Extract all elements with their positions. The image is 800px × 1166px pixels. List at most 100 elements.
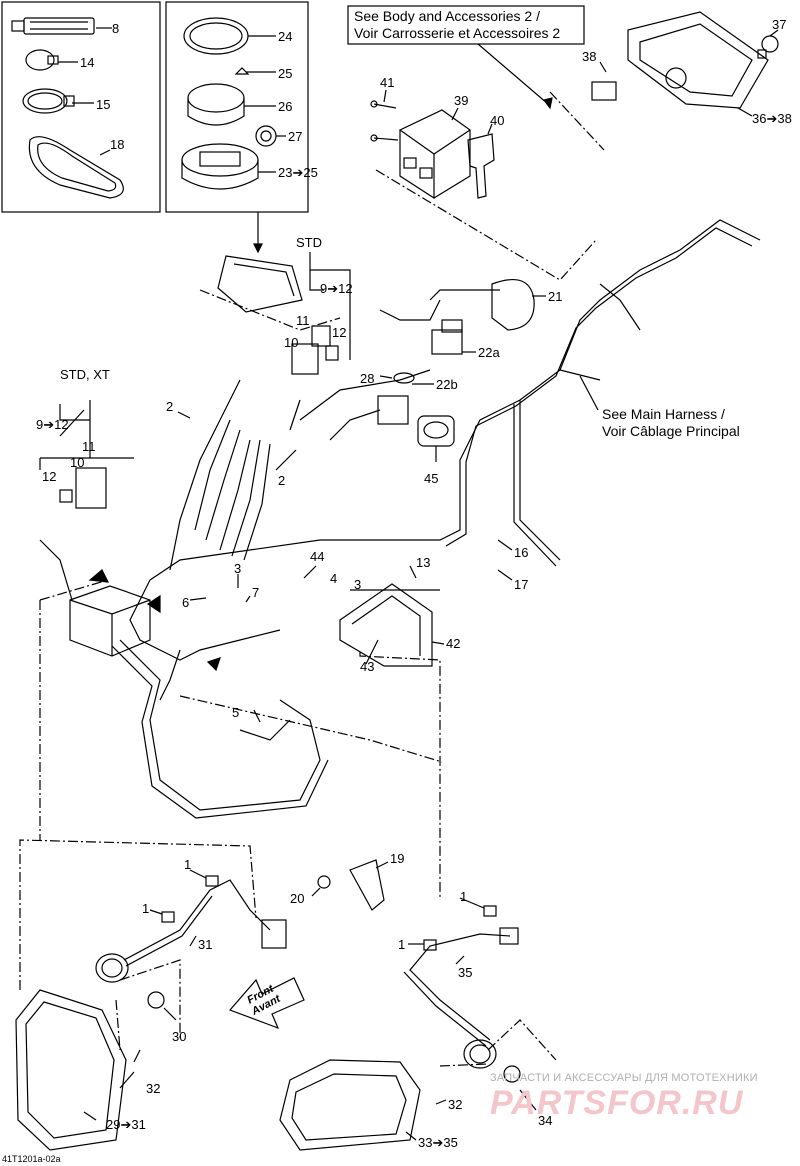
callout-33: 33➔35 bbox=[418, 1135, 458, 1150]
callout-1c: 1 bbox=[460, 889, 468, 904]
callout-21: 21 bbox=[548, 289, 563, 304]
callout-34: 34 bbox=[538, 1113, 553, 1128]
callout-20: 20 bbox=[290, 891, 305, 906]
callout-25: 25 bbox=[278, 66, 293, 81]
callout-11b: 11 bbox=[82, 439, 96, 454]
callout-12b: 12 bbox=[42, 469, 57, 484]
watermark-logo: PARTSFOR.RU bbox=[490, 1084, 744, 1122]
reference-code: 41T1201a-02a bbox=[2, 1154, 61, 1164]
callout-24: 24 bbox=[278, 29, 293, 44]
note-body-accessories: See Body and Accessories 2 / Voir Carros… bbox=[354, 8, 560, 42]
callout-1b: 1 bbox=[142, 901, 150, 916]
callout-31: 31 bbox=[198, 937, 213, 952]
inset-box-consumables bbox=[1, 1, 161, 213]
callout-2: 2 bbox=[166, 399, 174, 414]
callout-14: 14 bbox=[80, 55, 95, 70]
headlight-left bbox=[15, 953, 165, 1151]
callout-17: 17 bbox=[514, 577, 529, 592]
headlight-right bbox=[279, 1039, 521, 1151]
callout-27: 27 bbox=[288, 129, 303, 144]
inset-box-gauge bbox=[165, 1, 309, 213]
bracket-40 bbox=[467, 133, 495, 199]
group-label-std: STD bbox=[296, 235, 322, 250]
connector-12 bbox=[325, 345, 339, 361]
callout-28: 28 bbox=[360, 371, 375, 386]
connector-group-std bbox=[309, 252, 351, 360]
clamp-part-15 bbox=[22, 88, 75, 114]
group-label-std-xt: STD, XT bbox=[60, 367, 110, 382]
connector-11 bbox=[311, 325, 331, 347]
gauge-lens-26 bbox=[187, 83, 245, 126]
callout-6: 6 bbox=[182, 595, 190, 610]
callout-22b: 22b bbox=[436, 377, 458, 392]
instrument-cluster bbox=[591, 11, 769, 109]
watermark-line1: ЗАПЧАСТИ И АКСЕССУАРЫ ДЛЯ МОТОТЕХНИКИ bbox=[490, 1072, 758, 1084]
socket-45 bbox=[417, 415, 455, 447]
screw-41 bbox=[370, 100, 399, 142]
group-label-range-b: 9➔12 bbox=[36, 417, 69, 432]
connector-21 bbox=[491, 279, 535, 331]
clip-1-right bbox=[423, 905, 497, 951]
relay-module-39 bbox=[398, 109, 472, 200]
relay-box bbox=[39, 539, 151, 657]
callout-10: 10 bbox=[284, 335, 299, 350]
callout-2b: 2 bbox=[278, 473, 286, 488]
callout-36: 36➔38 bbox=[752, 111, 792, 126]
strap-part-18 bbox=[28, 136, 124, 199]
ring-27 bbox=[255, 125, 277, 147]
callout-10b: 10 bbox=[70, 455, 85, 470]
callout-42: 42 bbox=[446, 636, 461, 651]
callout-32b: 32 bbox=[448, 1097, 463, 1112]
callout-39: 39 bbox=[454, 93, 469, 108]
callout-38: 38 bbox=[582, 49, 597, 64]
callout-22a: 22a bbox=[478, 345, 500, 360]
callout-11: 11 bbox=[296, 313, 310, 328]
note-body-accessories-en: See Body and Accessories 2 / bbox=[354, 8, 540, 24]
clip-25 bbox=[234, 67, 250, 75]
callout-40: 40 bbox=[490, 113, 505, 128]
harness-31 bbox=[123, 879, 287, 967]
callout-8: 8 bbox=[112, 21, 120, 36]
callout-29: 29➔31 bbox=[106, 1117, 146, 1132]
ring-28 bbox=[393, 372, 415, 384]
callout-3: 3 bbox=[234, 561, 242, 576]
callout-13: 13 bbox=[416, 555, 431, 570]
callout-15: 15 bbox=[96, 97, 111, 112]
main-harness bbox=[111, 219, 761, 819]
callout-12: 12 bbox=[332, 325, 347, 340]
gauge-assembly-std bbox=[217, 255, 303, 313]
note-main-harness-fr: Voir Câblage Principal bbox=[602, 423, 740, 439]
callout-7: 7 bbox=[252, 585, 260, 600]
group-label-range-a: 9➔12 bbox=[320, 281, 353, 296]
callout-44: 44 bbox=[310, 549, 325, 564]
callout-16: 16 bbox=[514, 545, 529, 560]
note-main-harness: See Main Harness / Voir Câblage Principa… bbox=[602, 406, 740, 440]
callout-3b: 3 bbox=[354, 577, 362, 592]
note-body-accessories-fr: Voir Carrosserie et Accessoires 2 bbox=[354, 25, 561, 41]
callout-1a: 1 bbox=[184, 857, 192, 872]
callout-18: 18 bbox=[110, 137, 125, 152]
clip-1 bbox=[161, 875, 219, 923]
harness-35 bbox=[403, 927, 519, 1047]
callout-35: 35 bbox=[458, 965, 473, 980]
callout-45: 45 bbox=[424, 471, 439, 486]
switch-22a bbox=[431, 319, 463, 355]
connector-10 bbox=[291, 343, 319, 375]
callout-4: 4 bbox=[330, 571, 338, 586]
switch-22b bbox=[377, 395, 409, 425]
note-box-body-accessories bbox=[347, 5, 585, 45]
callout-23: 23➔25 bbox=[278, 165, 318, 180]
gauge-bezel-24 bbox=[183, 17, 249, 55]
callout-26: 26 bbox=[278, 99, 293, 114]
bracket-42 bbox=[339, 583, 433, 667]
callout-43: 43 bbox=[360, 659, 375, 674]
callout-41: 41 bbox=[380, 75, 395, 90]
strap-19 bbox=[349, 859, 385, 911]
nut-20 bbox=[317, 875, 331, 889]
callout-5: 5 bbox=[232, 705, 240, 720]
gauge-body-23 bbox=[181, 143, 259, 190]
note-main-harness-en: See Main Harness / bbox=[602, 406, 725, 422]
clamp-part-14 bbox=[25, 49, 59, 71]
tube-part-8 bbox=[11, 17, 95, 35]
